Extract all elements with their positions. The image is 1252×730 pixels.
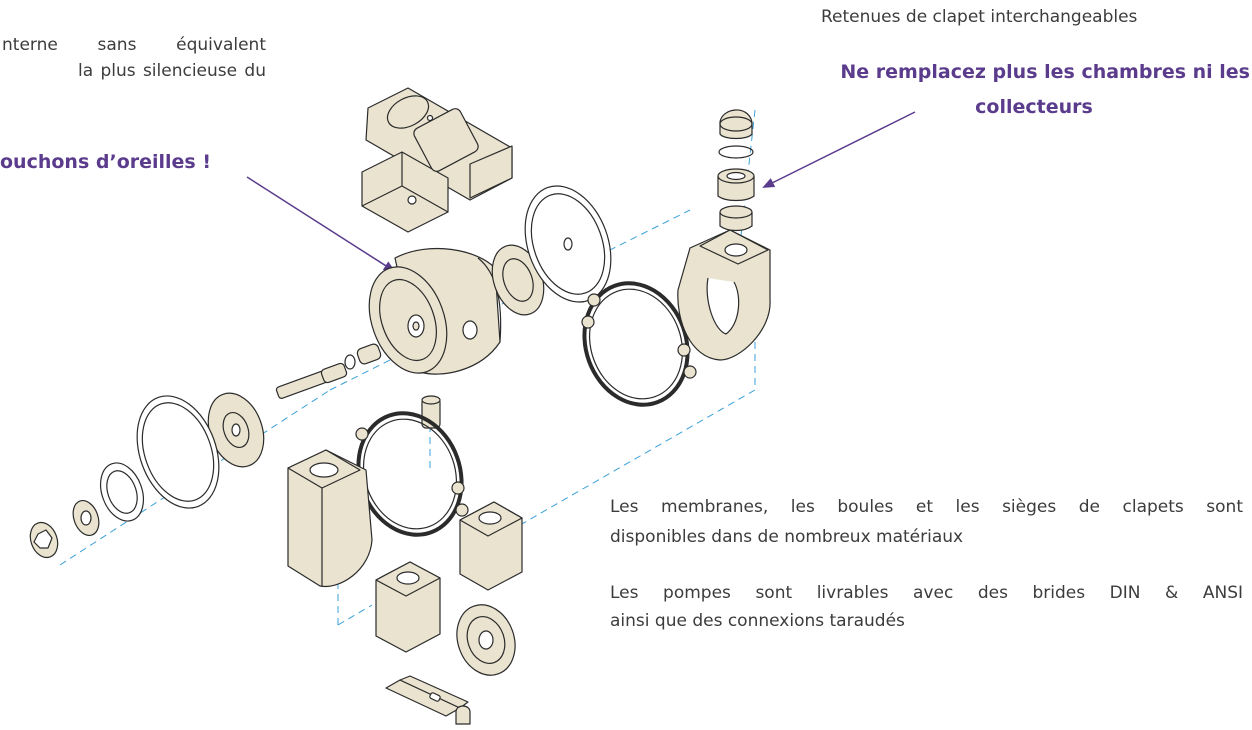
left-intro-line-2: la plus silencieuse du — [78, 61, 266, 81]
top-right-caption: Retenues de clapet interchangeables — [821, 7, 1138, 27]
left-intro-line-1: nterne sans équivalent — [2, 35, 266, 55]
left-chamber — [287, 449, 373, 588]
flanges-line-2: ainsi que des connexions taraudés — [610, 611, 905, 631]
left-highlight-text: ouchons d’oreilles ! — [0, 151, 212, 173]
left-diaphragm-stack — [29, 392, 265, 559]
materials-line-1: Les membranes, les boules et les sièges … — [610, 497, 1243, 517]
materials-line-2: disponibles dans de nombreux matériaux — [610, 527, 964, 547]
center-body — [368, 247, 502, 375]
right-highlight-line-1: Ne remplacez plus les chambres ni les — [840, 61, 1250, 83]
right-diaphragm-stack — [491, 185, 612, 316]
shaft-assembly — [275, 343, 441, 429]
bottom-manifold — [375, 501, 523, 676]
bottom-bracket — [385, 675, 471, 725]
valve-retainer-stack — [717, 109, 755, 232]
top-manifold — [361, 87, 513, 233]
left-callout-arrow — [246, 176, 396, 273]
right-chamber — [677, 229, 771, 361]
right-callout-arrow — [762, 111, 916, 188]
flanges-line-1: Les pompes sont livrables avec des bride… — [610, 583, 1243, 603]
right-highlight-line-2: collecteurs — [975, 96, 1093, 118]
